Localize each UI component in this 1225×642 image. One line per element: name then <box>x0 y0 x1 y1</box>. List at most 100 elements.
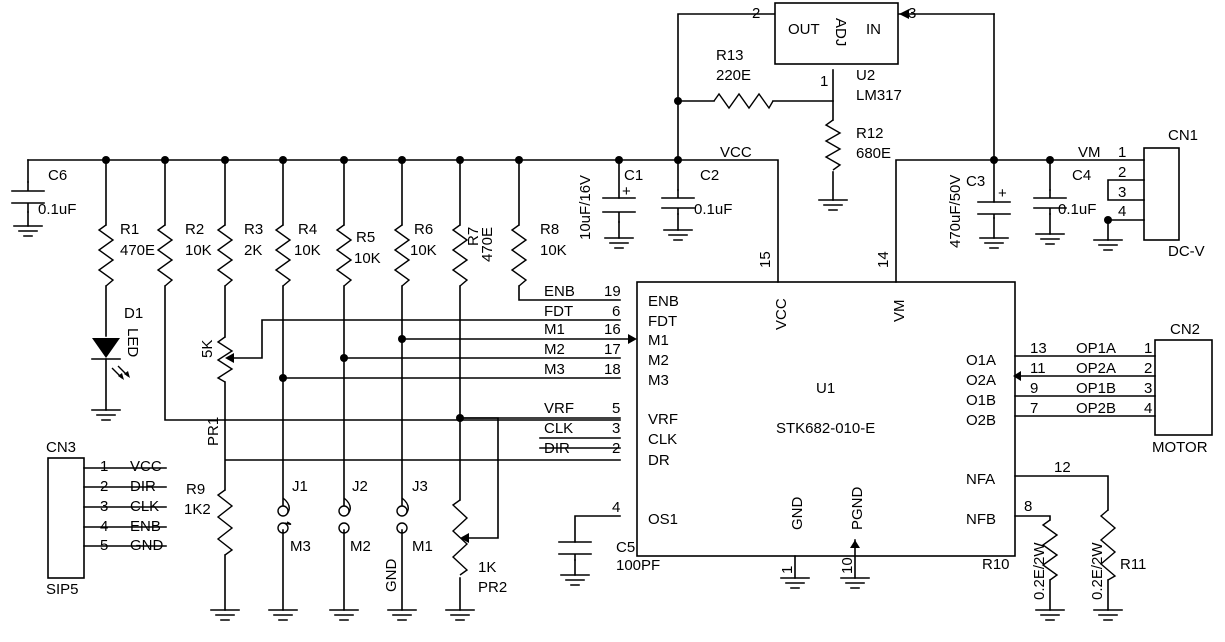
c5-plates <box>558 541 592 561</box>
c5-ref: C5 <box>616 539 635 556</box>
r8-ref: R8 <box>540 221 559 238</box>
r13-zigzag <box>713 92 774 110</box>
c3-plates <box>977 201 1011 219</box>
cn2-pin: 4 <box>1144 400 1152 417</box>
pin-name-dr: DR <box>648 452 670 469</box>
regulator-in-arrow <box>899 9 909 19</box>
ground-icon <box>1093 239 1123 251</box>
u2-adj-label: ADJ <box>832 18 849 46</box>
pin-name-gnd: GND <box>789 497 806 531</box>
r12-zigzag <box>824 119 842 171</box>
j1-label: M3 <box>290 538 311 555</box>
ground-icon <box>560 574 590 586</box>
c1-value: 10uF/16V <box>577 175 594 240</box>
r5-ref: R5 <box>356 229 375 246</box>
pin-arrow-o2a <box>1013 371 1021 381</box>
pr1-ref: PR1 <box>205 417 222 446</box>
c1-ref: C1 <box>624 167 643 184</box>
resistors <box>97 92 1117 581</box>
cn1-pin: 4 <box>1118 203 1126 220</box>
pin-name-os1: OS1 <box>648 511 678 528</box>
labels: OUT IN ADJ 2 3 1 U2 LM317 R13 220E R12 6… <box>38 5 1208 600</box>
net-enb: ENB <box>544 283 575 300</box>
net-clk: CLK <box>544 420 573 437</box>
r2-zigzag <box>156 224 174 287</box>
ground-icon <box>1093 609 1123 621</box>
cn1-pin: 3 <box>1118 184 1126 201</box>
c1-plates <box>602 197 636 223</box>
ground-icon <box>604 237 634 249</box>
r8-value: 10K <box>540 242 567 259</box>
r1-value: 470E <box>120 242 155 259</box>
pin-name-fdt: FDT <box>648 313 677 330</box>
r10-ref: R10 <box>982 556 1010 573</box>
r11-ref: R11 <box>1120 556 1146 573</box>
r3-ref: R3 <box>244 221 263 238</box>
cn3-pin-num: 5 <box>100 537 108 554</box>
net-fdt: FDT <box>544 303 573 320</box>
cn2-pin: 2 <box>1144 360 1152 377</box>
wires <box>27 13 1156 611</box>
pin-name-clk: CLK <box>648 431 677 448</box>
cn3-pin-num: 2 <box>100 478 108 495</box>
c3-plus: + <box>998 185 1007 202</box>
net-op2b: OP2B <box>1076 400 1116 417</box>
cn3-pin-net: CLK <box>130 498 159 515</box>
ground-icon <box>818 199 848 211</box>
net-m2: M2 <box>544 341 565 358</box>
pot-wipers <box>225 353 469 543</box>
pin-num-vm: 14 <box>875 251 892 268</box>
ground-icon <box>329 609 359 621</box>
vcc-net-label: VCC <box>720 144 752 161</box>
net-dir: DIR <box>544 440 570 457</box>
r12-value: 680E <box>856 145 891 162</box>
ground-icon <box>13 225 43 237</box>
pin-name-vrf: VRF <box>648 411 678 428</box>
c2-value: 0.1uF <box>694 201 732 218</box>
c6-value: 0.1uF <box>38 201 76 218</box>
ground-icon <box>387 609 417 621</box>
c2-plates <box>661 189 695 215</box>
c3-ref: C3 <box>966 173 985 190</box>
pin-num-m1: 16 <box>604 321 621 338</box>
r7-zigzag <box>451 224 469 287</box>
cn2-pin: 1 <box>1144 340 1152 357</box>
jumper-j3 <box>396 497 409 534</box>
ground-symbols <box>13 199 1123 621</box>
pin-num-pgnd: 10 <box>839 557 856 574</box>
cn3-pin-num: 3 <box>100 498 108 515</box>
r6-ref: R6 <box>414 221 433 238</box>
cn2-ref: CN2 <box>1170 321 1200 338</box>
net-op2a: OP2A <box>1076 360 1116 377</box>
r10-zigzag <box>1041 519 1059 581</box>
net-m3: M3 <box>544 361 565 378</box>
pin-num-clk: 3 <box>612 420 620 437</box>
j2-label: M2 <box>350 538 371 555</box>
j2-ref: J2 <box>352 478 368 495</box>
r7-ref: R7 <box>465 227 482 246</box>
pin-num-vcc: 15 <box>757 251 774 268</box>
ground-icon <box>268 609 298 621</box>
pin-name-o1b: O1B <box>966 392 996 409</box>
c2-ref: C2 <box>700 167 719 184</box>
pr1-zigzag <box>216 336 234 383</box>
junction-dots <box>102 97 1112 422</box>
r1-ref: R1 <box>120 221 139 238</box>
r11-zigzag <box>1099 509 1117 581</box>
r2-value: 10K <box>185 242 212 259</box>
cn1-name: DC-V <box>1168 243 1205 260</box>
led-triangle <box>92 338 120 358</box>
ground-icon <box>210 609 240 621</box>
r3-value: 2K <box>244 242 262 259</box>
u2-pin-in: 3 <box>908 5 916 22</box>
c5-value: 100PF <box>616 557 660 574</box>
cn3-pin-net: VCC <box>130 458 162 475</box>
r9-ref: R9 <box>186 481 205 498</box>
net-vrf: VRF <box>544 400 574 417</box>
c4-plates <box>1033 189 1067 215</box>
net-m1: M1 <box>544 321 565 338</box>
pr2-value: 1K <box>478 559 496 576</box>
connector-cn2-body <box>1154 339 1213 436</box>
ground-icon <box>1035 233 1065 245</box>
